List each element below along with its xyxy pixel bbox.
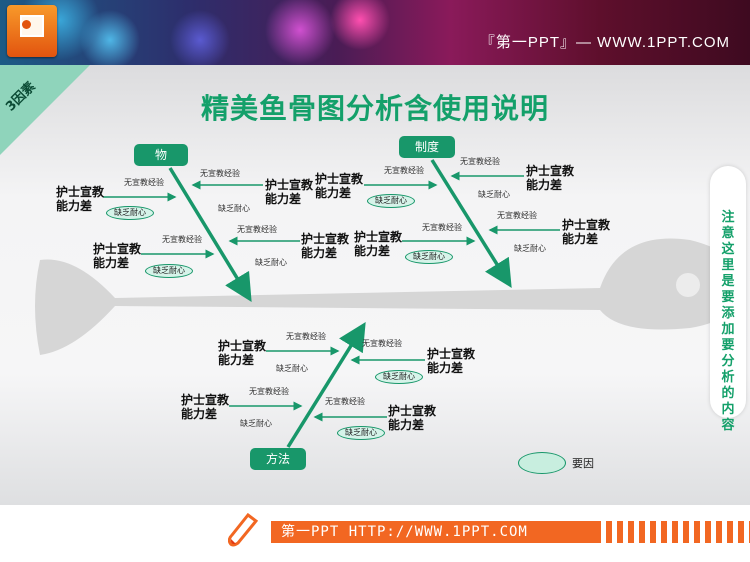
- category-zhidu: 制度: [399, 136, 455, 158]
- sub-cause: 无宣教经验: [325, 397, 365, 406]
- brand-text: 『第一PPT』— WWW.1PPT.COM: [479, 34, 730, 51]
- key-cause-oval: 缺乏耐心: [367, 194, 415, 208]
- key-cause-oval: 缺乏耐心: [375, 370, 423, 384]
- sub-cause: 缺乏耐心: [514, 244, 546, 253]
- cause-label: 护士宣教能力差: [301, 232, 350, 260]
- category-wu: 物: [134, 144, 188, 166]
- cause-label: 护士宣教能力差: [56, 185, 105, 213]
- sub-cause: 无宣教经验: [249, 387, 289, 396]
- key-cause-oval: 缺乏耐心: [106, 206, 154, 220]
- header-banner: 『第一PPT』— WWW.1PPT.COM: [0, 0, 750, 65]
- sub-cause: 无宣教经验: [200, 169, 240, 178]
- sub-cause: 缺乏耐心: [276, 364, 308, 373]
- footer-url-bar[interactable]: 第一PPT HTTP://WWW.1PPT.COM: [271, 521, 601, 543]
- sub-cause: 无宣教经验: [162, 235, 202, 244]
- cause-label: 护士宣教能力差: [562, 218, 611, 246]
- sub-cause: 无宣教经验: [124, 178, 164, 187]
- legend-label: 要因: [572, 457, 594, 470]
- cause-label: 护士宣教能力差: [181, 393, 230, 421]
- sub-cause: 缺乏耐心: [240, 419, 272, 428]
- sub-cause: 无宣教经验: [422, 223, 462, 232]
- sub-cause: 无宣教经验: [362, 339, 402, 348]
- sub-cause: 缺乏耐心: [218, 204, 250, 213]
- side-note-text: 注意这里是要添加要分析的内容: [721, 210, 735, 433]
- category-fangfa: 方法: [250, 448, 306, 470]
- pencil-icon: [228, 513, 258, 547]
- corner-tag-bg: [0, 65, 90, 155]
- sub-cause: 无宣教经验: [286, 332, 326, 341]
- cause-label: 护士宣教能力差: [526, 164, 575, 192]
- key-cause-oval: 缺乏耐心: [145, 264, 193, 278]
- sub-cause: 无宣教经验: [497, 211, 537, 220]
- fish-silhouette: [35, 238, 745, 355]
- side-note: 注意这里是要添加要分析的内容: [710, 166, 746, 433]
- sub-cause: 无宣教经验: [237, 225, 277, 234]
- footer-stripes: [606, 521, 750, 543]
- cause-label: 护士宣教能力差: [265, 178, 314, 206]
- cause-label: 护士宣教能力差: [354, 230, 403, 258]
- sub-cause: 无宣教经验: [384, 166, 424, 175]
- cause-label: 护士宣教能力差: [388, 404, 437, 432]
- fish-eye: [676, 273, 700, 297]
- cause-label: 护士宣教能力差: [218, 339, 267, 367]
- sub-cause: 无宣教经验: [460, 157, 500, 166]
- page-title: 精美鱼骨图分析含使用说明: [200, 92, 549, 125]
- cause-label: 护士宣教能力差: [315, 172, 364, 200]
- sub-cause: 缺乏耐心: [255, 258, 287, 267]
- key-cause-oval: 缺乏耐心: [337, 426, 385, 440]
- powerpoint-icon: [7, 5, 57, 57]
- legend-oval-icon: [518, 452, 566, 474]
- key-cause-oval: 缺乏耐心: [405, 250, 453, 264]
- sub-cause: 缺乏耐心: [478, 190, 510, 199]
- cause-label: 护士宣教能力差: [427, 347, 476, 375]
- cause-label: 护士宣教能力差: [93, 242, 142, 270]
